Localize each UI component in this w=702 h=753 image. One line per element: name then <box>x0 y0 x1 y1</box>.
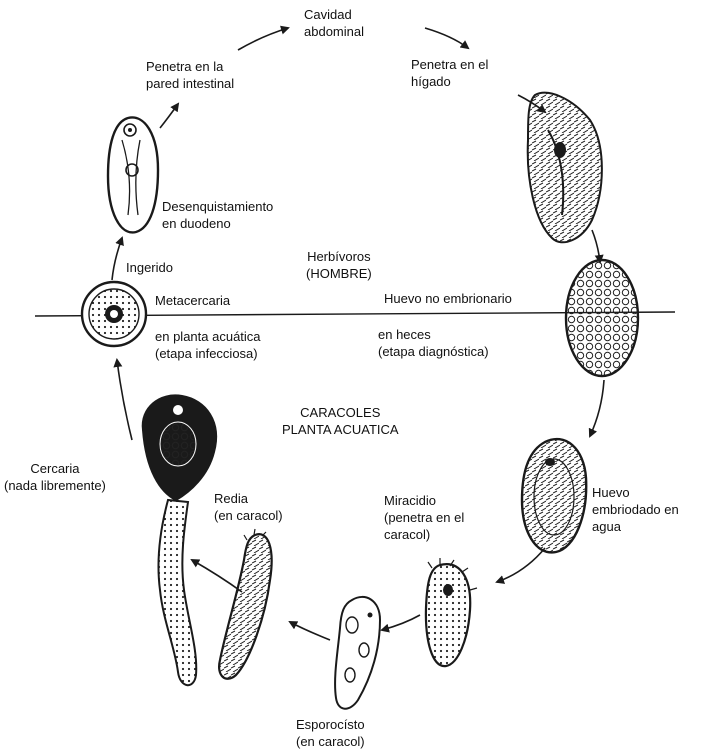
label-esporocisto: Esporocísto (en caracol) <box>296 716 365 750</box>
arrow-cercaria-to-metacercaria <box>117 360 132 440</box>
label-penetra-pared-line-2: pared intestinal <box>146 75 234 92</box>
arrow-metacercaria-to-juvenile <box>112 238 122 280</box>
label-en-heces: en heces (etapa diagnóstica) <box>378 326 489 360</box>
label-cercaria-line-2: (nada libremente) <box>4 477 106 494</box>
label-huevo-embriodado-line-2: embriodado en <box>592 501 679 518</box>
label-huevo-embriodado-line-3: agua <box>592 518 679 535</box>
arrow-pared-to-cavidad <box>238 28 288 50</box>
label-redia-line-2: (en caracol) <box>214 507 283 524</box>
arrow-egg-to-embryonated <box>590 380 604 436</box>
label-huevo-embriodado: Huevo embriodado en agua <box>592 484 679 535</box>
label-cavidad: Cavidad abdominal <box>304 6 364 40</box>
label-cercaria-line-1: Cercaria <box>4 460 106 477</box>
label-huevo-no-embrionario: Huevo no embrionario <box>384 290 512 307</box>
label-cavidad-line-2: abdominal <box>304 23 364 40</box>
label-penetra-pared-line-1: Penetra en la <box>146 58 234 75</box>
sporocyst-icon <box>335 597 380 709</box>
label-miracidio-line-3: caracol) <box>384 526 464 543</box>
arrow-juvenile-to-pared <box>160 104 178 128</box>
label-redia-line-1: Redia <box>214 490 283 507</box>
arrow-cavidad-to-higado <box>425 28 468 48</box>
liver-fluke-icon <box>528 93 602 243</box>
label-en-heces-line-2: (etapa diagnóstica) <box>378 343 489 360</box>
label-esporocisto-line-2: (en caracol) <box>296 733 365 750</box>
metacercaria-icon <box>82 282 146 346</box>
label-ingerido: Ingerido <box>126 259 173 276</box>
label-herbivoros-line-2: (HOMBRE) <box>306 265 372 282</box>
label-huevo-embriodado-line-1: Huevo <box>592 484 679 501</box>
arrow-miracidium-to-sporocyst <box>382 615 420 630</box>
label-caracoles-line-1: CARACOLES <box>282 404 399 421</box>
egg-icon <box>566 260 638 376</box>
juvenile-fluke-icon <box>108 118 158 233</box>
label-redia: Redia (en caracol) <box>214 490 283 524</box>
label-caracoles: CARACOLES PLANTA ACUATICA <box>282 404 399 438</box>
label-penetra-pared: Penetra en la pared intestinal <box>146 58 234 92</box>
label-desenquistamiento-line-1: Desenquistamiento <box>162 198 273 215</box>
label-planta-line-1: en planta acuática <box>155 328 261 345</box>
label-metacercaria: Metacercaria <box>155 292 230 309</box>
label-cavidad-line-1: Cavidad <box>304 6 364 23</box>
label-desenquistamiento-line-2: en duodeno <box>162 215 273 232</box>
label-penetra-higado: Penetra en el hígado <box>411 56 488 90</box>
label-desenquistamiento: Desenquistamiento en duodeno <box>162 198 273 232</box>
label-planta-acuatica-meta: en planta acuática (etapa infecciosa) <box>155 328 261 362</box>
label-esporocisto-line-1: Esporocísto <box>296 716 365 733</box>
cercaria-icon <box>143 395 216 685</box>
label-penetra-higado-line-1: Penetra en el <box>411 56 488 73</box>
label-herbivoros: Herbívoros (HOMBRE) <box>306 248 372 282</box>
label-miracidio-line-1: Miracidio <box>384 492 464 509</box>
label-miracidio-line-2: (penetra en el <box>384 509 464 526</box>
label-caracoles-line-2: PLANTA ACUATICA <box>282 421 399 438</box>
arrow-redia-to-cercaria <box>192 560 242 592</box>
embryonated-egg-icon <box>522 439 586 552</box>
label-miracidio: Miracidio (penetra en el caracol) <box>384 492 464 543</box>
arrow-fluke-to-egg <box>592 230 600 262</box>
arrow-sporocyst-to-redia <box>290 622 330 640</box>
redia-icon <box>219 529 272 679</box>
label-en-heces-line-1: en heces <box>378 326 489 343</box>
miracidium-icon <box>426 558 477 666</box>
label-planta-line-2: (etapa infecciosa) <box>155 345 261 362</box>
arrow-embryonated-to-miracidium <box>497 548 545 582</box>
label-cercaria: Cercaria (nada libremente) <box>4 460 106 494</box>
label-herbivoros-line-1: Herbívoros <box>306 248 372 265</box>
label-penetra-higado-line-2: hígado <box>411 73 488 90</box>
